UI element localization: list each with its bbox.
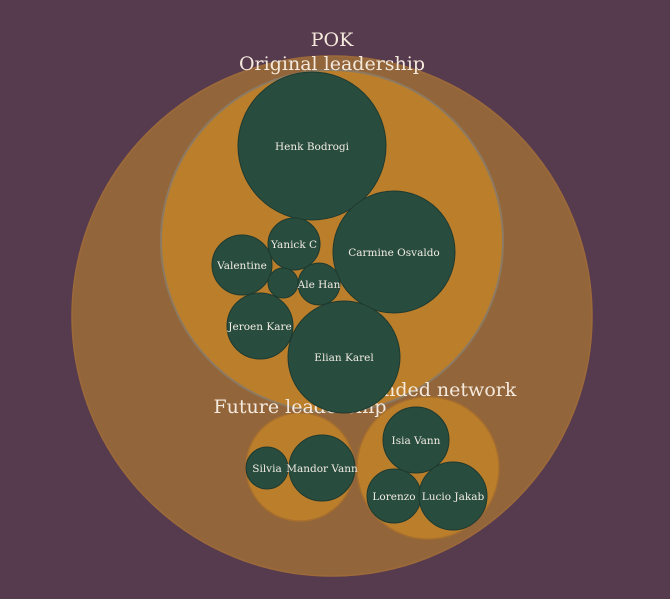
member-circle-mandor-vann	[288, 434, 356, 502]
member-label-isia-vann: Isia Vann	[392, 435, 441, 447]
member-circle-jeroen-kare	[226, 292, 294, 360]
member-circle-elian-karel	[287, 300, 401, 414]
member-label-carmine-osvaldo: Carmine Osvaldo	[348, 247, 440, 259]
member-node: Lorenzo	[366, 468, 422, 524]
member-node: Valentine	[211, 234, 273, 296]
member-circle-silvia	[245, 446, 289, 490]
diagram-title: POK	[311, 29, 354, 51]
member-circle-ale-han	[297, 262, 341, 306]
member-label-elian-karel: Elian Karel	[314, 352, 374, 364]
member-node: Elian Karel	[287, 300, 401, 414]
member-label-valentine: Valentine	[216, 260, 267, 272]
member-circle-yanick-c	[267, 217, 321, 271]
member-node: Henk Bodrogi	[237, 71, 387, 221]
member-circle-valentine	[211, 234, 273, 296]
member-node: Isia Vann	[382, 406, 450, 474]
member-node	[267, 267, 299, 299]
member-label-silvia: Silvia	[252, 463, 281, 475]
member-label-ale-han: Ale Han	[297, 279, 341, 291]
member-node: Carmine Osvaldo	[332, 190, 456, 314]
member-node: Jeroen Kare	[226, 292, 294, 360]
member-node: Lucio Jakab	[418, 461, 488, 531]
member-label-lorenzo: Lorenzo	[372, 491, 415, 503]
member-label-lucio-jakab: Lucio Jakab	[422, 491, 485, 503]
member-node: Mandor Vann	[286, 434, 358, 502]
member-circle-lucio-jakab	[418, 461, 488, 531]
member-label-mandor-vann: Mandor Vann	[286, 463, 358, 475]
member-node: Ale Han	[297, 262, 341, 306]
member-circle-unlabeled	[267, 267, 299, 299]
member-label-henk-bodrogi: Henk Bodrogi	[275, 141, 350, 153]
group-label-original-leadership: Original leadership	[239, 53, 425, 75]
members-layer: Henk Bodrogi Carmine Osvaldo Yanick C Va…	[211, 71, 488, 531]
member-label-yanick-c: Yanick C	[270, 239, 317, 251]
member-circle-carmine-osvaldo	[332, 190, 456, 314]
member-circle-isia-vann	[382, 406, 450, 474]
member-circle-henk-bodrogi	[237, 71, 387, 221]
member-node: Yanick C	[267, 217, 321, 271]
member-node: Silvia	[245, 446, 289, 490]
member-label-jeroen-kare: Jeroen Kare	[227, 321, 291, 333]
